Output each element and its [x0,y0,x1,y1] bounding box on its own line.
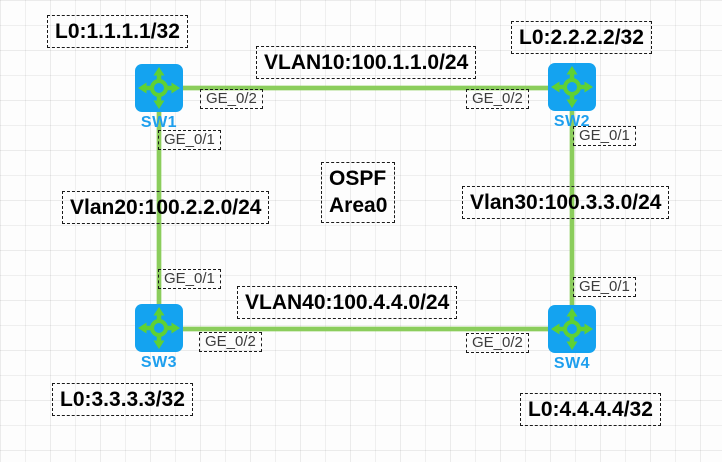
ospf-label-line2: Area0 [329,194,388,218]
node-sw2[interactable]: SW2 [548,63,596,130]
iface-label-sw4-ge0-2: GE_0/2 [466,333,529,353]
ospf-label-line1: OSPF [329,167,387,190]
node-name-sw2: SW2 [553,113,591,130]
node-name-sw1: SW1 [140,114,178,131]
link-sw2-sw4[interactable] [570,88,574,329]
link-sw1-sw3[interactable] [157,88,161,329]
loopback-label-sw2[interactable]: L0:2.2.2.2/32 [511,21,652,55]
loopback-label-sw3[interactable]: L0:3.3.3.3/32 [52,383,193,417]
loopback-label-sw1[interactable]: L0:1.1.1.1/32 [47,15,188,49]
iface-label-sw2-ge0-1: GE_0/1 [573,126,636,146]
ospf-area-label[interactable]: OSPF Area0 [321,162,396,223]
switch-icon [135,304,183,352]
link-sw3-sw4[interactable] [159,327,572,331]
iface-label-sw3-ge0-1: GE_0/1 [158,269,221,289]
switch-icon [135,64,183,112]
link-sw1-sw2[interactable] [159,86,572,90]
node-name-sw3: SW3 [140,354,178,371]
loopback-label-sw4[interactable]: L0:4.4.4.4/32 [520,393,661,427]
link-label-vlan40[interactable]: VLAN40:100.4.4.0/24 [237,286,458,320]
node-sw1[interactable]: SW1 [135,64,183,131]
iface-label-sw4-ge0-1: GE_0/1 [573,277,636,297]
iface-label-sw1-ge0-2: GE_0/2 [200,89,263,109]
node-sw3[interactable]: SW3 [135,304,183,371]
link-label-vlan10[interactable]: VLAN10:100.1.1.0/24 [256,46,477,80]
link-label-vlan30[interactable]: Vlan30:100.3.3.0/24 [462,186,670,220]
node-sw4[interactable]: SW4 [548,305,596,372]
switch-icon [548,305,596,353]
node-name-sw4: SW4 [553,355,591,372]
iface-label-sw2-ge0-2: GE_0/2 [466,89,529,109]
link-label-vlan20[interactable]: Vlan20:100.2.2.0/24 [62,191,270,225]
switch-icon [548,63,596,111]
iface-label-sw1-ge0-1: GE_0/1 [158,130,221,150]
iface-label-sw3-ge0-2: GE_0/2 [199,332,262,352]
